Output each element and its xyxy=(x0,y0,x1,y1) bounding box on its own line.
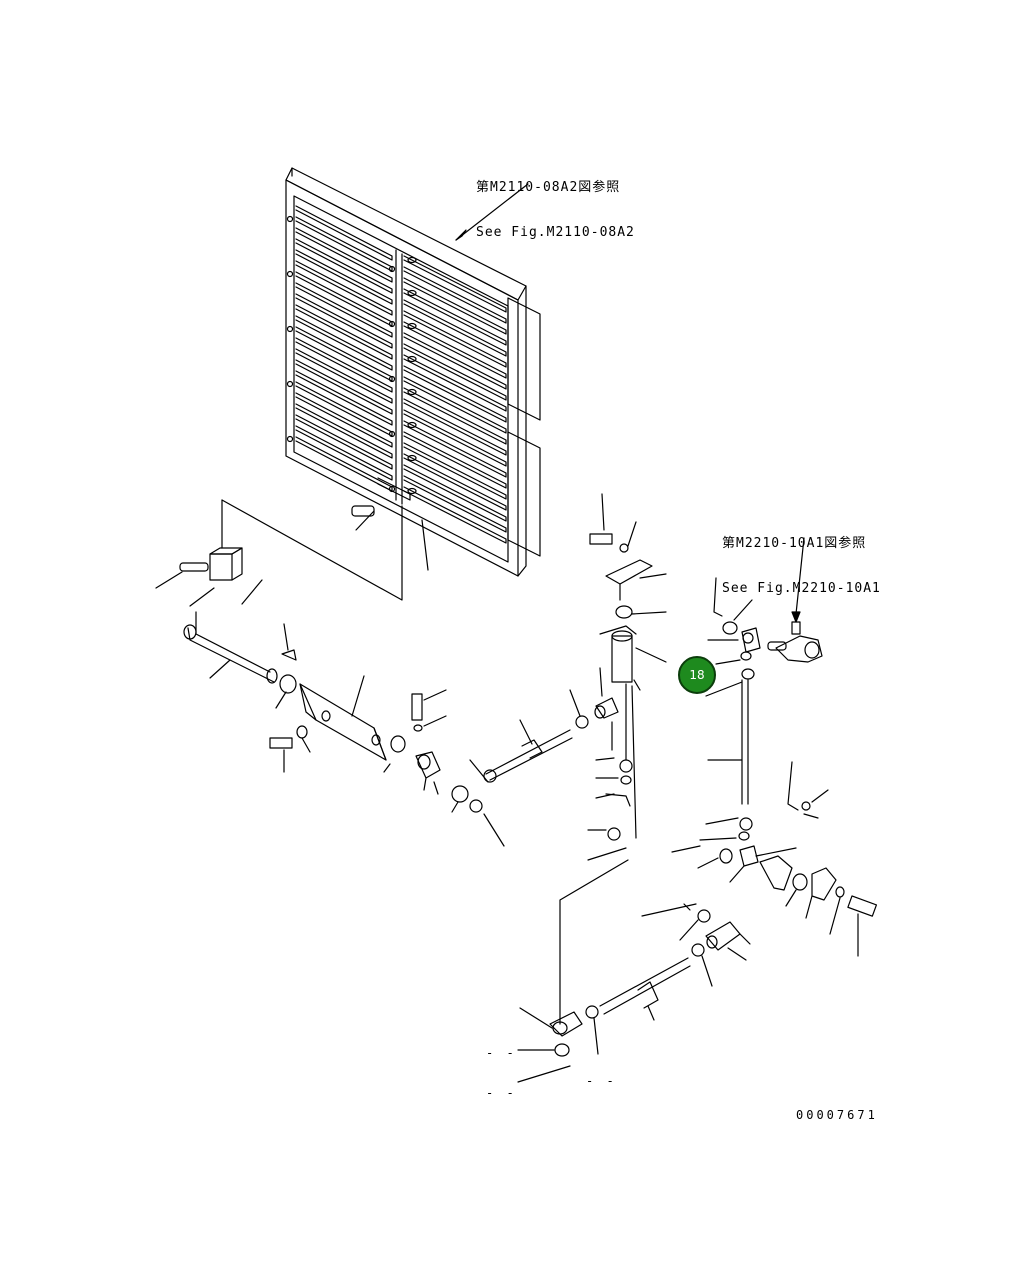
louver-slat xyxy=(403,475,507,533)
blank-label: - - xyxy=(586,1074,617,1088)
slat-pivot-icon xyxy=(407,388,417,396)
blank-label: - - xyxy=(486,1046,517,1060)
louver-slat xyxy=(295,293,393,349)
slat-pivot-icon xyxy=(407,289,417,297)
louver-slat xyxy=(403,453,507,511)
slat-pivot-icon xyxy=(407,487,417,495)
louver-slat xyxy=(295,249,393,305)
louver-slat xyxy=(403,376,507,434)
louver-slat xyxy=(403,464,507,522)
rivet-icon xyxy=(286,380,294,388)
reference-jp: 第M2210-10A1図参照 xyxy=(722,536,867,551)
louver-slat xyxy=(403,277,507,335)
louver-slat xyxy=(295,348,393,404)
louver-slat xyxy=(403,343,507,401)
louver-slat xyxy=(295,282,393,338)
louver-slat xyxy=(403,299,507,357)
rivet-icon xyxy=(388,375,396,383)
rivet-icon xyxy=(388,430,396,438)
louver-slat xyxy=(295,326,393,382)
slat-pivot-icon xyxy=(407,322,417,330)
louver-slat xyxy=(295,425,393,481)
louver-slat xyxy=(403,332,507,390)
louver-slat xyxy=(295,414,393,470)
reference-note-1: 第M2110-08A2図参照 See Fig.M2110-08A2 xyxy=(476,150,635,255)
louver-slat xyxy=(403,266,507,324)
louver-slat xyxy=(403,310,507,368)
louver-slat xyxy=(295,238,393,294)
louver-slat xyxy=(295,436,393,492)
rivet-icon xyxy=(286,215,294,223)
blank-label: - - xyxy=(486,1086,517,1100)
center-linkage xyxy=(559,493,667,1025)
louver-grille xyxy=(285,167,541,577)
louver-slat xyxy=(403,365,507,423)
louver-slat xyxy=(403,442,507,500)
right-linkage xyxy=(517,537,878,1083)
arrow-head-icon xyxy=(455,229,467,241)
louver-slat xyxy=(403,387,507,445)
reference-note-2: 第M2210-10A1図参照 See Fig.M2210-10A1 xyxy=(722,506,881,611)
drawing-number: 00007671 xyxy=(796,1108,878,1122)
louver-slat xyxy=(295,359,393,415)
slat-pivot-icon xyxy=(407,355,417,363)
louver-slat xyxy=(295,315,393,371)
left-linkage xyxy=(155,499,589,847)
louver-slat xyxy=(295,260,393,316)
louver-slat xyxy=(295,370,393,426)
louver-slat xyxy=(403,398,507,456)
slat-pivot-icon xyxy=(407,256,417,264)
rivet-icon xyxy=(286,435,294,443)
louver-slat xyxy=(295,227,393,283)
louver-slat xyxy=(295,392,393,448)
louver-slat xyxy=(295,381,393,437)
callout-label: 18 xyxy=(689,668,705,682)
rivet-icon xyxy=(388,320,396,328)
louver-slat xyxy=(295,304,393,360)
louver-slat xyxy=(295,403,393,459)
louver-slat xyxy=(403,409,507,467)
louver-slat xyxy=(403,288,507,346)
part-callout-badge[interactable]: 18 xyxy=(678,656,716,694)
louver-slat xyxy=(403,255,507,313)
reference-en: See Fig.M2210-10A1 xyxy=(722,581,881,596)
reference-en: See Fig.M2110-08A2 xyxy=(476,225,635,240)
louver-slat xyxy=(295,205,393,261)
louver-slat xyxy=(295,271,393,327)
slat-pivot-icon xyxy=(407,454,417,462)
louver-slat xyxy=(403,321,507,379)
leader-ref-1 xyxy=(455,183,529,241)
louver-slat xyxy=(403,354,507,412)
rivet-icon xyxy=(286,270,294,278)
louver-slat xyxy=(295,337,393,393)
reference-jp: 第M2110-08A2図参照 xyxy=(476,180,621,195)
louver-slat xyxy=(403,486,507,544)
rivet-icon xyxy=(388,265,396,273)
louver-slat xyxy=(295,216,393,272)
louver-slat xyxy=(403,431,507,489)
louver-slat xyxy=(403,420,507,478)
slat-pivot-icon xyxy=(407,421,417,429)
rivet-icon xyxy=(286,325,294,333)
